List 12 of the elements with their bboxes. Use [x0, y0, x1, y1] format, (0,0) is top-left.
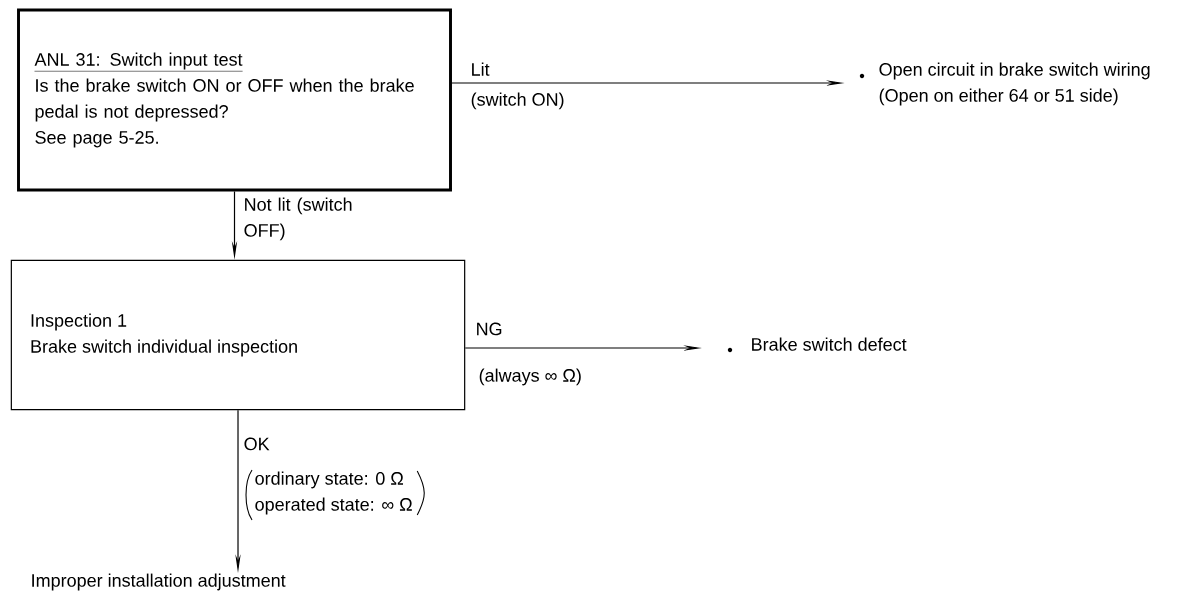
note-text: ordinary state: 0 Ω [255, 471, 403, 489]
edge-label: Not lit (switch OFF) [244, 197, 352, 241]
note-text: (switch ON) [471, 92, 564, 110]
inspection-box: Inspection 1 Brake switch individual inspection [10, 259, 466, 411]
result-text: Brake switch defect [752, 337, 907, 351]
edge-label: Lit [472, 62, 490, 76]
question-box: ANL 31: Switch input test Is the brake switch ON or OFF when the brake pedal is not depressed? See page 5-25. [17, 8, 452, 192]
note-text: operated state: ∞ Ω [255, 497, 412, 515]
edge-label: OK [244, 437, 270, 451]
result-text: Improper installation adjustment [32, 573, 286, 591]
edge-label: NG [477, 322, 502, 336]
result-text: Open circuit in brake switch wiring (Open on either 64 or 51 side) [879, 62, 1150, 106]
